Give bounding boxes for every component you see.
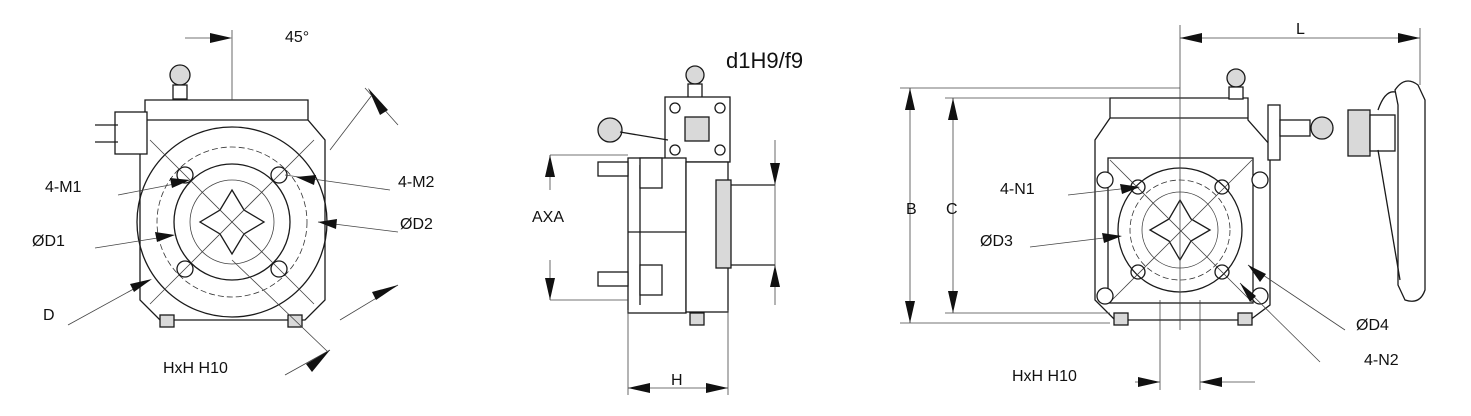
arrow [1248, 265, 1266, 282]
arrow [770, 265, 780, 287]
lever-knob [597, 117, 623, 143]
arrow [770, 163, 780, 185]
label-b: B [906, 201, 917, 218]
nut [639, 264, 663, 296]
arrow [318, 219, 337, 229]
arrow [1200, 377, 1222, 387]
handwheel-spoke [1377, 91, 1396, 111]
side-shaft-housing [114, 111, 148, 155]
arrow [1102, 233, 1122, 243]
label-hxh-left: HxH H10 [163, 360, 228, 377]
arrow [296, 175, 316, 185]
arrow [306, 350, 330, 372]
handwheel-view: B C L 4-N1 ØD3 ØD4 4-N2 HxH H10 [900, 21, 1426, 390]
handwheel-spoke [1377, 149, 1401, 281]
side-view: d1H9/f9 AXA H [532, 48, 803, 395]
label-d2: ØD2 [400, 216, 433, 233]
foot [159, 314, 175, 328]
shaft-housing [1267, 104, 1281, 161]
arrow [170, 178, 190, 188]
front-view: 45° 4-M1 4-M2 ØD1 ØD2 D HxH H10 [32, 29, 435, 377]
bolt-hole [1214, 179, 1230, 195]
arrow [368, 88, 388, 115]
bolt-hole [1130, 264, 1146, 280]
angle-label: 45° [285, 29, 309, 46]
bolt-hole [1214, 264, 1230, 280]
arrow [545, 155, 555, 177]
label-c: C [946, 201, 958, 218]
extension-line [231, 259, 329, 353]
label-4-n1: 4-N1 [1000, 181, 1035, 198]
bolt [597, 271, 629, 287]
knob-stem [1228, 86, 1244, 100]
arrow [905, 88, 915, 110]
bolt-hole [176, 260, 194, 278]
handwheel-rim [1394, 80, 1426, 302]
label-4-m1: 4-M1 [45, 179, 82, 196]
lever-arm [619, 131, 669, 141]
hub-section [1347, 109, 1371, 157]
top-knob [1226, 68, 1246, 88]
bore-circle [189, 179, 275, 265]
bolt [597, 161, 629, 177]
label-h: H [671, 372, 683, 389]
corner-boss [1251, 171, 1269, 189]
arrow [545, 278, 555, 300]
arrow [155, 232, 175, 242]
top-knob [169, 64, 191, 86]
arrow [372, 285, 398, 300]
top-knob [685, 65, 705, 85]
nut [639, 157, 663, 189]
inner-flange-circle [173, 163, 291, 281]
screw [714, 144, 726, 156]
diagonal-centerline [149, 139, 315, 305]
label-l: L [1296, 21, 1305, 38]
dimension-line [284, 349, 331, 376]
foot [1237, 312, 1253, 326]
arrow [1180, 33, 1202, 43]
arrow [210, 33, 232, 43]
arrow [628, 383, 650, 393]
hub [1369, 114, 1396, 152]
label-d: D [43, 307, 55, 324]
arrow [1398, 33, 1420, 43]
arrow [130, 279, 152, 292]
label-axa: AXA [532, 209, 564, 226]
label-d1: ØD1 [32, 233, 65, 250]
bolt-hole [270, 260, 288, 278]
arrow [706, 383, 728, 393]
knob-stem [172, 84, 188, 100]
arrow [1240, 283, 1256, 302]
label-d3: ØD3 [980, 233, 1013, 250]
arrow [1120, 184, 1140, 194]
label-fit: d1H9/f9 [726, 48, 803, 73]
knob-stem [687, 83, 703, 99]
label-4-m2: 4-M2 [398, 174, 435, 191]
screw [714, 102, 726, 114]
pcd-circle [156, 146, 308, 298]
arrow [948, 98, 958, 120]
label-d4: ØD4 [1356, 317, 1389, 334]
screw [669, 102, 681, 114]
arrow [905, 301, 915, 323]
corner-boss [1096, 287, 1114, 305]
label-hxh-right: HxH H10 [1012, 368, 1077, 385]
shaft-section [715, 179, 732, 269]
foot [1113, 312, 1129, 326]
bolt-hole [176, 166, 194, 184]
screw [669, 144, 681, 156]
arrow [1138, 377, 1160, 387]
label-4-n2: 4-N2 [1364, 352, 1399, 369]
corner-boss [1096, 171, 1114, 189]
foot [689, 312, 705, 326]
extension-line [329, 94, 373, 151]
indicator-window [684, 116, 710, 142]
arrow [948, 291, 958, 313]
lever-knob [1310, 116, 1334, 140]
shaft [1279, 119, 1311, 137]
